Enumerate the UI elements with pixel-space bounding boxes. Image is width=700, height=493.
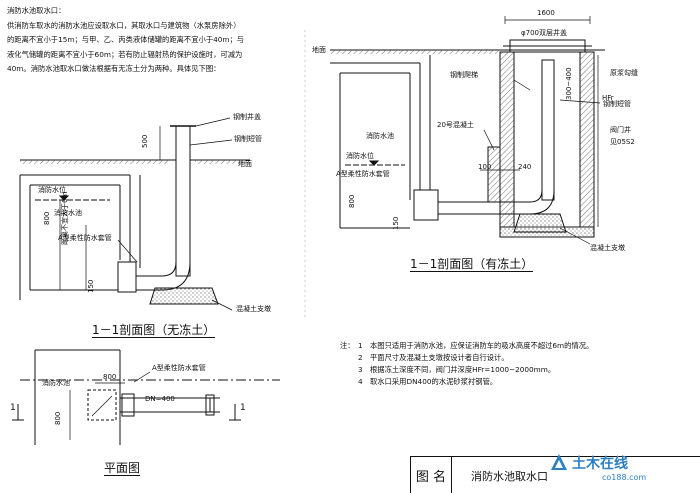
note-text: 取水口采用DN400的水泥砂浆衬钢管。	[370, 376, 498, 386]
dim-1600: 1600	[537, 9, 555, 17]
notes-prefix: 注：	[340, 341, 355, 350]
dim-500: 500	[141, 134, 149, 148]
note-row: 注： 1 本图只适用于消防水池，应保证消防车的吸水高度不超过6m的情况。	[340, 341, 670, 351]
dim-240: 240	[518, 163, 532, 171]
label-valve-ref: 见05S2	[610, 138, 635, 146]
dim-300-400: 300~400	[565, 67, 573, 100]
label-ground-2: 地面	[312, 46, 326, 54]
dim-800-2: 800	[348, 194, 356, 208]
label-depth: HFr	[602, 94, 614, 102]
plan-title: 平面图	[104, 461, 141, 476]
label-sleeve: A型柔性防水套管	[58, 234, 112, 242]
label-casing: 钢制短管	[234, 135, 262, 143]
watermark-sub: co188.com	[602, 473, 647, 482]
label-valve-well: 阀门井	[610, 126, 631, 134]
plan-cut-left: 1	[10, 403, 16, 413]
label-ladder: 钢制爬梯	[450, 71, 478, 79]
note-row: 2 平面尺寸及混凝土支墩按设计者自行设计。	[340, 353, 670, 363]
note-row: 3 根据冻土深度不同，阀门井深度HFr=1000~2000mm。	[340, 365, 670, 375]
dim-150: 150	[87, 279, 95, 293]
label-casing-2: 钢制短管	[603, 100, 631, 108]
plan-cut-right: 1	[240, 403, 246, 413]
note-text: 根据冻土深度不同，阀门井深度HFr=1000~2000mm。	[370, 364, 556, 374]
watermark-logo: 土木在线 co188.com	[551, 453, 647, 482]
note-num: 2	[358, 352, 363, 362]
plan-label-sleeve: A型柔性防水套管	[152, 364, 206, 372]
label-sleeve-2: A型柔性防水套管	[336, 170, 390, 178]
note-num: 4	[358, 376, 363, 386]
intro-line: 40m。消防水池取水口做法根据有无冻土分为两种。具体见下图：	[7, 64, 221, 74]
intro-heading: 消防水池取水口：	[7, 6, 66, 15]
label-concrete: 20号混凝土	[437, 121, 474, 129]
dim-800: 800	[43, 211, 51, 225]
label-water-level-2: 消防水位	[346, 152, 374, 160]
section1-title: 1－1剖面图（无冻土）	[92, 323, 216, 338]
label-height: 距离不宜大于6m	[61, 191, 69, 245]
section2-title: 1－1剖面图（有冻土）	[410, 257, 534, 272]
label-pit-cover-2: φ700双层井盖	[521, 29, 567, 37]
label-pit-cover: 钢制井盖	[233, 113, 261, 121]
note-num: 1	[358, 341, 363, 350]
intro-line: 供消防车取水的消防水池应设取水口，其取水口与建筑物（水泵房除外）	[7, 20, 241, 30]
note-row: 4 取水口采用DN400的水泥砂浆衬钢管。	[340, 377, 670, 387]
plan-dim-800-v: 800	[54, 411, 62, 425]
label-support: 混凝土支墩	[236, 305, 271, 313]
dim-100: 100	[478, 163, 492, 171]
label-ground: 地面	[238, 160, 252, 168]
title-block-name: 消防水池取水口	[471, 470, 548, 483]
title-block: 图 名 消防水池取水口	[410, 456, 700, 493]
note-text: 本图只适用于消防水池，应保证消防车的吸水高度不超过6m的情况。	[370, 341, 594, 350]
intro-text: 消防水池取水口： 供消防车取水的消防水池应设取水口，其取水口与建筑物（水泵房除外…	[7, 6, 299, 79]
plan-dim-800-h: 800	[103, 373, 117, 381]
section1-drawing	[19, 117, 250, 311]
note-num: 3	[358, 364, 363, 374]
section2-drawing	[330, 16, 605, 245]
label-backfill: 原浆勾缝	[610, 69, 638, 77]
logo-icon	[551, 454, 567, 470]
label-tank-2: 消防水池	[366, 132, 394, 140]
plan-label-pipe: DN=400	[145, 395, 175, 403]
dim-150-2: 150	[392, 216, 400, 230]
title-block-label: 图 名	[411, 457, 452, 493]
intro-line: 液化气储罐的距离不宜小于60m；若有防止辐射热的保护设施时，可减为	[7, 49, 243, 59]
note-text: 平面尺寸及混凝土支墩按设计者自行设计。	[370, 352, 509, 362]
plan-label-tank: 消防水池	[42, 379, 70, 387]
label-tank: 消防水池	[54, 209, 82, 217]
intro-line: 的距离不宜小于15m；与甲、乙、丙类液体储罐的距离不宜小于40m；与	[7, 35, 245, 45]
notes: 注： 1 本图只适用于消防水池，应保证消防车的吸水高度不超过6m的情况。 2 平…	[340, 341, 670, 388]
plan-drawing	[12, 349, 280, 445]
label-support-2: 混凝土支墩	[590, 244, 625, 252]
label-water-level: 消防水位	[38, 186, 66, 194]
watermark-main: 土木在线	[572, 456, 628, 472]
